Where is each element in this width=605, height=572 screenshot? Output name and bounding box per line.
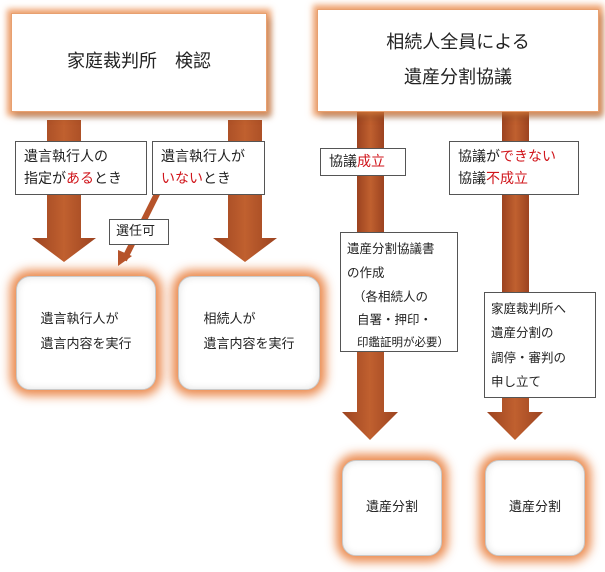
box-heirs-execute: 相続人が 遺言内容を実行: [178, 276, 320, 390]
label-text: 協議: [458, 171, 486, 188]
label-not-agreed-line2: 協議不成立: [458, 168, 570, 190]
label-executor-absent: 遺言執行人が いないとき: [152, 141, 265, 195]
arrow-doc-to-division: [342, 352, 398, 440]
box-court-petition-line: 遺産分割の: [491, 325, 554, 341]
label-not-agreed: 協議ができない 協議不成立: [449, 141, 579, 195]
box-agreement-document: 遺産分割協議書 の作成 （各相続人の 自署・押印・ 印鑑証明が必要）: [340, 232, 458, 352]
box-heirs-execute-text: 相続人が 遺言内容を実行: [203, 308, 294, 357]
label-executor-designated-line2: 指定があるとき: [24, 168, 138, 190]
box-family-court-probate: 家庭裁判所 検認: [11, 13, 267, 112]
box-heirs-agreement-line2: 遺産分割協議: [404, 66, 512, 88]
box-estate-division-1: 遺産分割: [342, 460, 442, 556]
box-agreement-document-line: 自署・押印・: [357, 312, 433, 328]
box-estate-division-2-text: 遺産分割: [508, 499, 561, 515]
label-highlight: いない: [161, 171, 203, 188]
label-appointable-text: 選任可: [116, 224, 156, 239]
box-executor-executes-text: 遺言執行人が 遺言内容を実行: [40, 308, 131, 357]
box-agreement-document-line: 遺産分割協議書: [347, 241, 435, 256]
label-text: 協議: [329, 154, 357, 170]
label-highlight: 成立: [357, 154, 385, 170]
box-heirs-agreement: 相続人全員による 遺産分割協議: [317, 9, 599, 112]
box-court-petition: 家庭裁判所へ 遺産分割の 調停・審判の 申し立て: [484, 292, 596, 398]
label-highlight: 不成立: [486, 171, 528, 188]
box-estate-division-1-text: 遺産分割: [365, 499, 418, 515]
box-agreement-document-line: 印鑑証明が必要）: [357, 335, 449, 349]
box-heirs-execute-line: 遺言内容を実行: [203, 337, 295, 352]
label-executor-designated: 遺言執行人の 指定があるとき: [15, 141, 147, 195]
box-family-court-probate-text: 家庭裁判所 検認: [67, 51, 211, 73]
label-highlight: できない: [500, 149, 556, 165]
box-agreement-document-line: （各相続人の: [353, 288, 429, 304]
box-heirs-execute-line: 相続人が: [203, 312, 256, 328]
box-executor-executes: 遺言執行人が 遺言内容を実行: [16, 276, 156, 390]
box-court-petition-line: 調停・審判の: [491, 349, 567, 365]
label-text: とき: [203, 171, 231, 188]
box-court-petition-line: 申し立て: [491, 374, 542, 390]
label-executor-absent-line2: いないとき: [161, 168, 256, 190]
label-highlight: ある: [66, 171, 94, 188]
box-agreement-document-line: の作成: [347, 264, 385, 280]
label-text: 指定が: [24, 171, 66, 188]
box-executor-executes-line: 遺言執行人が: [40, 312, 119, 328]
box-estate-division-2: 遺産分割: [485, 460, 585, 556]
label-text: 協議が: [458, 149, 500, 165]
label-text: とき: [94, 171, 122, 188]
box-court-petition-line: 家庭裁判所へ: [491, 301, 567, 316]
arrow-court-to-division: [487, 398, 543, 440]
box-executor-executes-line: 遺言内容を実行: [40, 337, 132, 352]
label-agreed: 協議成立: [320, 148, 406, 176]
arrow-notagreed-to-court: [502, 112, 529, 292]
label-appointable: 選任可: [109, 219, 169, 245]
box-heirs-agreement-line1: 相続人全員による: [386, 32, 530, 54]
label-not-agreed-line1: 協議ができない: [458, 146, 570, 168]
label-executor-absent-line1: 遺言執行人が: [161, 149, 245, 165]
label-executor-designated-line1: 遺言執行人の: [24, 149, 108, 165]
